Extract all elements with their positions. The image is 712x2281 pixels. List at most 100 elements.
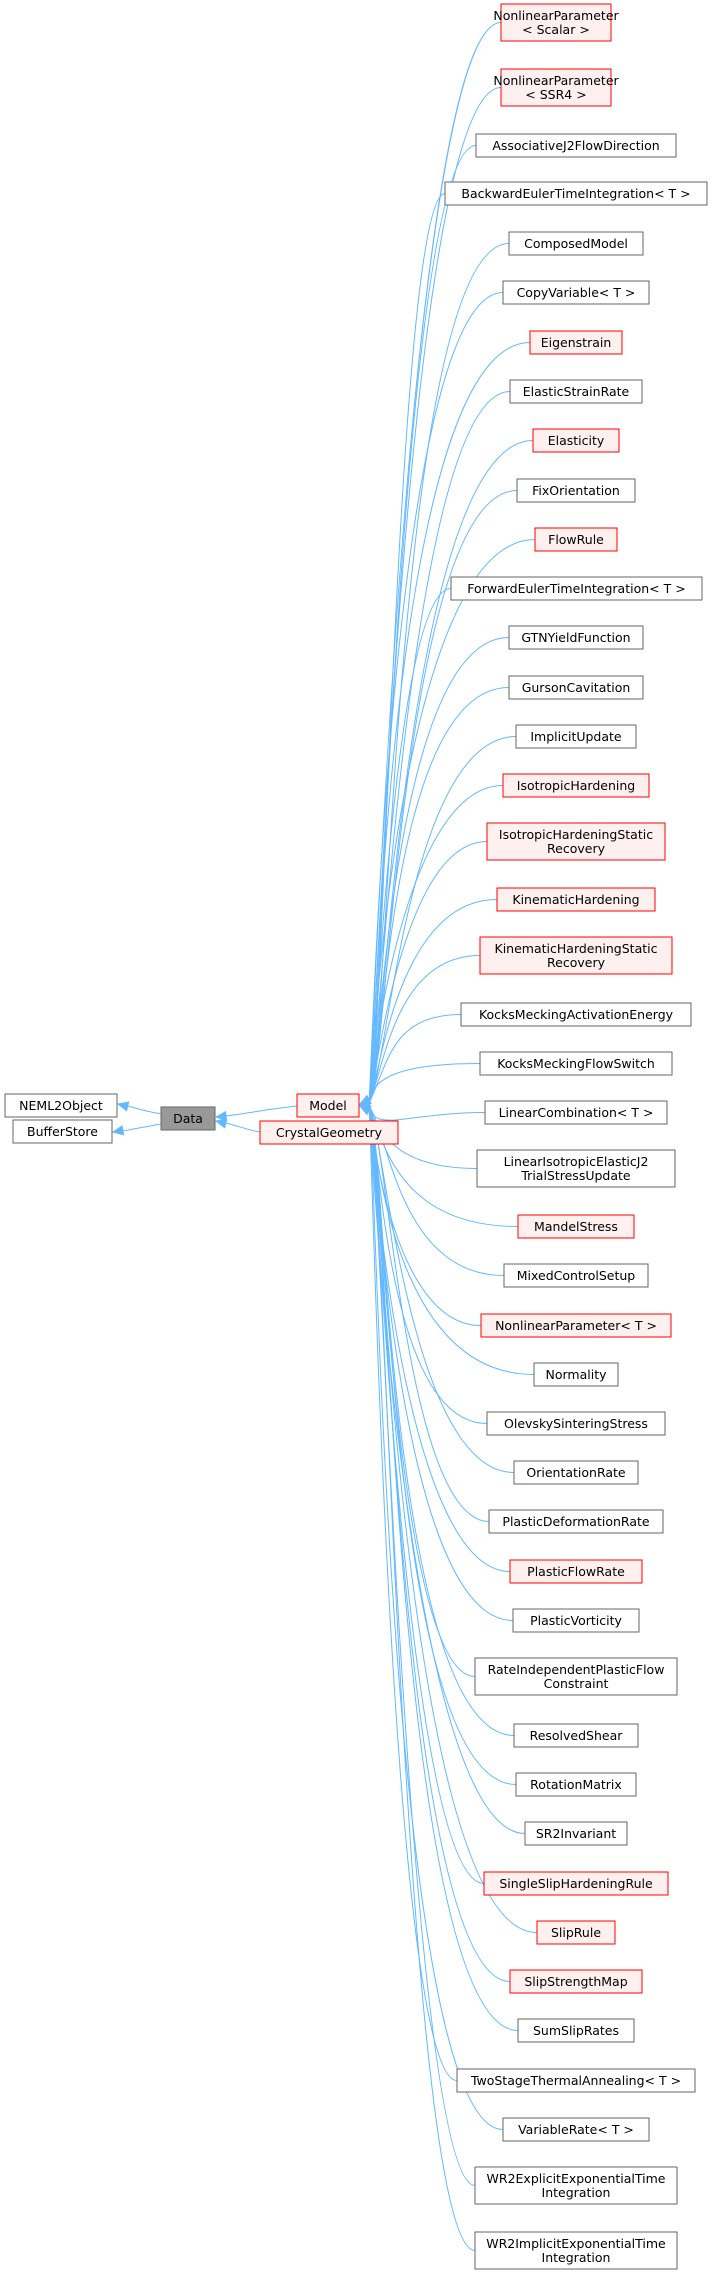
class-node-associativej2flowdirection[interactable]: AssociativeJ2FlowDirection [475,133,677,158]
class-node-plasticdeformationrate-label: PlasticDeformationRate [502,1514,649,1529]
class-node-backwardeulertimeintegration[interactable]: BackwardEulerTimeIntegration< T > [444,181,708,206]
class-node-composedmodel-label: ComposedModel [524,236,628,251]
class-node-mixedcontrolsetup-box [503,1263,649,1288]
class-node-neml2object-box [4,1093,118,1118]
class-nodes: NEML2ObjectBufferStoreDataModelCrystalGe… [4,3,708,2270]
class-node-linearcombination-box [484,1100,668,1125]
class-node-gtnyieldfunction-box [508,625,644,650]
class-node-nonlinearparameter[interactable]: NonlinearParameter< SSR4 > [493,68,620,107]
class-node-olevskysinteringstress-label: OlevskySinteringStress [504,1416,648,1431]
class-node-kinematichardening-box [496,887,656,912]
edge-eigenstrain [368,342,531,1104]
class-node-eigenstrain-label: Eigenstrain [541,335,612,350]
class-node-neml2object[interactable]: NEML2Object [4,1093,118,1118]
class-node-associativej2flowdirection-box [475,133,677,158]
class-node-composedmodel[interactable]: ComposedModel [508,231,644,256]
inheritance-edges [111,22,538,2251]
edge-kinematichardening [368,899,498,1104]
class-node-forwardeulertimeintegration-box [450,576,703,601]
class-node-slipstrengthmap[interactable]: SlipStrengthMap [509,1969,643,1994]
class-node-eigenstrain[interactable]: Eigenstrain [529,330,623,355]
class-node-kocksmeckingflowswitch[interactable]: KocksMeckingFlowSwitch [479,1051,673,1076]
class-node-plasticflowrate[interactable]: PlasticFlowRate [509,1559,643,1584]
class-node-elasticstrainrate[interactable]: ElasticStrainRate [509,379,643,404]
class-node-resolvedshear-box [513,1723,639,1748]
class-node-olevskysinteringstress[interactable]: OlevskySinteringStress [486,1411,666,1436]
class-node-orientationrate-box [513,1460,639,1485]
edge-linearcombination [368,1106,486,1121]
edge-data-to-bufferstore-arrowhead [111,1125,125,1136]
class-node-fixorientation[interactable]: FixOrientation [516,478,636,503]
class-node-nonlinearparameter[interactable]: NonlinearParameter< T > [480,1313,672,1338]
class-node-nonlinearparameter[interactable]: NonlinearParameter< Scalar > [493,3,620,42]
class-node-plasticdeformationrate[interactable]: PlasticDeformationRate [488,1509,664,1534]
class-node-gtnyieldfunction-label: GTNYieldFunction [521,630,630,645]
class-node-normality[interactable]: Normality [533,1362,619,1387]
edge-model-mid-arrowhead [358,1099,371,1111]
edge-kocksmeckingactivationenergy [368,1014,462,1104]
class-node-linearisotropicelasticj2-trialstressupdate-box [476,1149,676,1188]
class-node-isotropichardening[interactable]: IsotropicHardening [502,773,650,798]
class-node-implicitupdate-box [515,724,637,749]
class-node-kocksmeckingactivationenergy[interactable]: KocksMeckingActivationEnergy [460,1002,692,1027]
class-node-copyvariable-label: CopyVariable< T > [517,285,636,300]
class-node-twostagethermalannealing[interactable]: TwoStageThermalAnnealing< T > [456,2068,696,2093]
class-node-normality-box [533,1362,619,1387]
edge-copyvariable [368,292,504,1104]
class-node-forwardeulertimeintegration[interactable]: ForwardEulerTimeIntegration< T > [450,576,703,601]
class-node-singlesliphardeningrule[interactable]: SingleSlipHardeningRule [483,1871,669,1896]
class-node-flowrule[interactable]: FlowRule [534,527,618,552]
class-node-model[interactable]: Model [296,1093,360,1118]
class-node-plasticdeformationrate-box [488,1509,664,1534]
class-node-mixedcontrolsetup[interactable]: MixedControlSetup [503,1263,649,1288]
class-node-variablerate[interactable]: VariableRate< T > [502,2117,650,2142]
class-node-kocksmeckingactivationenergy-box [460,1002,692,1027]
class-node-sumsliprates-label: SumSlipRates [533,2023,619,2038]
class-node-copyvariable[interactable]: CopyVariable< T > [502,280,650,305]
class-node-bufferstore[interactable]: BufferStore [12,1119,113,1144]
class-node-implicitupdate[interactable]: ImplicitUpdate [515,724,637,749]
edge-isotropichardeningstatic-recovery [368,841,488,1104]
class-node-kinematichardening[interactable]: KinematicHardening [496,887,656,912]
class-node-sumsliprates[interactable]: SumSlipRates [517,2018,635,2043]
class-node-sumsliprates-box [517,2018,635,2043]
class-node-rotationmatrix[interactable]: RotationMatrix [515,1772,637,1797]
class-node-resolvedshear[interactable]: ResolvedShear [513,1723,639,1748]
class-node-sr2invariant[interactable]: SR2Invariant [524,1821,628,1846]
class-node-flowrule-label: FlowRule [548,532,604,547]
class-node-fixorientation-box [516,478,636,503]
class-node-gursoncavitation[interactable]: GursonCavitation [508,675,644,700]
edge-data-to-neml2object-arrowhead [116,1101,130,1112]
class-node-mandelstress[interactable]: MandelStress [517,1214,635,1239]
class-node-normality-label: Normality [546,1367,608,1382]
class-node-orientationrate[interactable]: OrientationRate [513,1460,639,1485]
class-node-eigenstrain-box [529,330,623,355]
class-node-nonlinearparameter-box [480,1313,672,1338]
class-node-gtnyieldfunction[interactable]: GTNYieldFunction [508,625,644,650]
class-node-crystalgeometry[interactable]: CrystalGeometry [259,1120,399,1145]
class-node-nonlinearparameter-box [500,3,612,42]
class-node-wr2explicitexponentialtime-integration-box [474,2166,678,2205]
class-node-neml2object-label: NEML2Object [19,1098,103,1113]
class-node-wr2implicitexponentialtime-integration-box [474,2231,678,2270]
class-node-plasticvorticity[interactable]: PlasticVorticity [512,1608,640,1633]
class-node-elasticity[interactable]: Elasticity [532,428,620,453]
class-node-linearcombination[interactable]: LinearCombination< T > [484,1100,668,1125]
class-node-elasticstrainrate-label: ElasticStrainRate [523,384,630,399]
class-node-sliprule[interactable]: SlipRule [536,1920,616,1945]
class-node-twostagethermalannealing-box [456,2068,696,2093]
edge-data-to-neml2object [127,1105,162,1115]
edge-crystalgeometry-to-data [225,1122,261,1133]
class-node-kocksmeckingflowswitch-label: KocksMeckingFlowSwitch [497,1056,655,1071]
class-node-isotropichardeningstatic-recovery-box [486,822,666,861]
class-node-gursoncavitation-label: GursonCavitation [522,680,631,695]
